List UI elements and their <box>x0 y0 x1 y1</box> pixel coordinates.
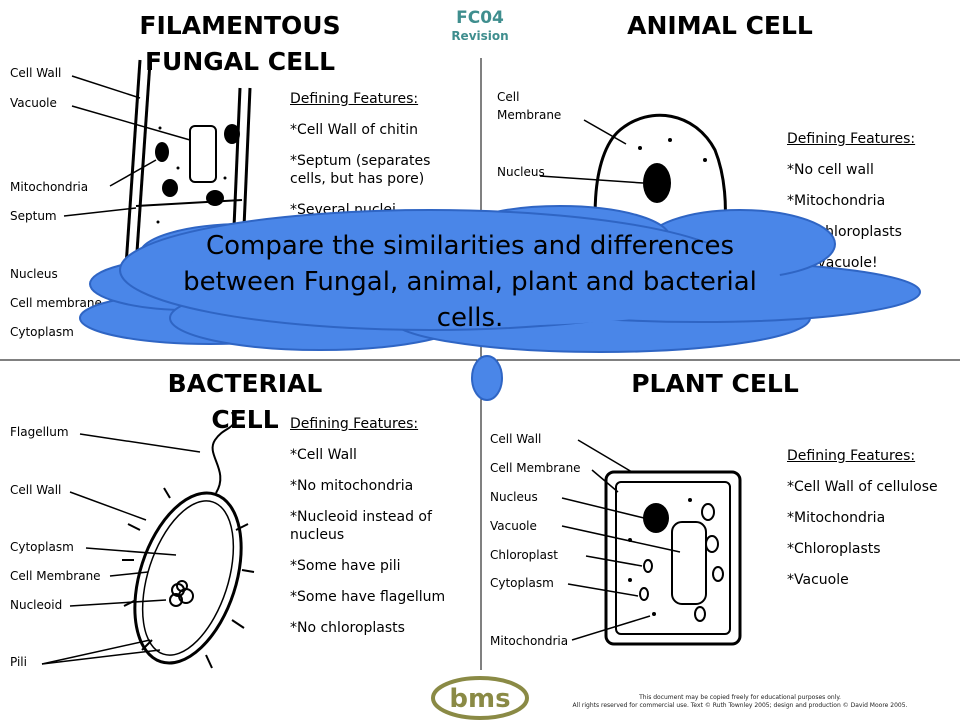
callout-text: Compare the similarities and differences… <box>183 231 757 333</box>
bacterial-title: BACTERIAL CELL <box>167 369 323 434</box>
revision-label: Revision <box>451 29 509 43</box>
bacterial-feature: *Some have pili <box>290 558 401 574</box>
revision-header: FC04 Revision <box>440 8 520 44</box>
code-label: FC04 <box>456 8 504 28</box>
bacterial-features-heading: Defining Features: <box>290 416 419 432</box>
fungal-features-heading: Defining Features: <box>290 91 419 107</box>
plant-label-cell-wall: Cell Wall <box>490 432 542 446</box>
bacterial-label-cell-membrane: Cell Membrane <box>10 569 101 583</box>
plant-title: PLANT CELL <box>631 369 799 398</box>
bms-logo: bms <box>431 676 529 720</box>
footer-line: This document may be copied freely for e… <box>639 694 841 701</box>
plant-feature: *Mitochondria <box>787 510 886 526</box>
bms-logo-text: bms <box>449 684 510 714</box>
plant-features-heading: Defining Features: <box>787 448 916 464</box>
plant-label-cell-membrane: Cell Membrane <box>490 461 581 475</box>
fungal-label-mitochondria: Mitochondria <box>10 180 89 194</box>
fungal-feature: *Cell Wall of chitin <box>290 122 419 138</box>
bacterial-features: Defining Features: *Cell Wall *No mitoch… <box>290 415 460 650</box>
plant-feature: *Chloroplasts <box>787 541 881 557</box>
plant-label-vacuole: Vacuole <box>490 519 537 533</box>
fungal-label-septum: Septum <box>10 209 57 223</box>
fungal-label-cell-membrane: Cell membrane <box>10 296 102 310</box>
bacterial-label-flagellum: Flagellum <box>10 425 69 439</box>
plant-features: Defining Features: *Cell Wall of cellulo… <box>787 447 952 602</box>
fungal-label-cell-wall: Cell Wall <box>10 66 62 80</box>
animal-label-nucleus: Nucleus <box>497 165 545 179</box>
bacterial-cell-diagram <box>41 411 255 669</box>
footer-line: All rights reserved for commercial use. … <box>572 702 908 709</box>
bacterial-feature: *No chloroplasts <box>290 620 405 636</box>
animal-feature: *Mitochondria <box>787 193 886 209</box>
bacterial-feature: *Some have flagellum <box>290 589 446 605</box>
plant-label-chloroplast: Chloroplast <box>490 548 558 562</box>
plant-feature: *Cell Wall of cellulose <box>787 479 938 495</box>
bacterial-label-cytoplasm: Cytoplasm <box>10 540 74 554</box>
plant-label-nucleus: Nucleus <box>490 490 538 504</box>
fungal-features: Defining Features: *Cell Wall of chitin … <box>290 90 465 232</box>
bacterial-label-nucleoid: Nucleoid <box>10 598 63 612</box>
animal-label-cell-membrane: Cell Membrane <box>497 90 562 122</box>
plant-cell-diagram <box>561 439 742 646</box>
fungal-label-cytoplasm: Cytoplasm <box>10 325 74 339</box>
bacterial-feature: *Nucleoid instead of nucleus <box>290 509 432 543</box>
bacterial-feature: *Cell Wall <box>290 447 357 463</box>
animal-feature: *No cell wall <box>787 162 874 178</box>
animal-features-heading: Defining Features: <box>787 131 916 147</box>
plant-label-cytoplasm: Cytoplasm <box>490 576 554 590</box>
plant-label-mitochondria: Mitochondria <box>490 634 569 648</box>
fungal-label-nucleus: Nucleus <box>10 267 58 281</box>
bacterial-label-pili: Pili <box>10 655 27 669</box>
bacterial-label-cell-wall: Cell Wall <box>10 483 62 497</box>
fungal-label-vacuole: Vacuole <box>10 96 57 110</box>
bacterial-feature: *No mitochondria <box>290 478 414 494</box>
copyright-footer: This document may be copied freely for e… <box>540 694 940 710</box>
plant-feature: *Vacuole <box>787 572 849 588</box>
fungal-title: FILAMENTOUS FUNGAL CELL <box>139 11 341 76</box>
animal-title: ANIMAL CELL <box>627 11 813 40</box>
fungal-feature: *Septum (separates cells, but has pore) <box>290 153 431 187</box>
